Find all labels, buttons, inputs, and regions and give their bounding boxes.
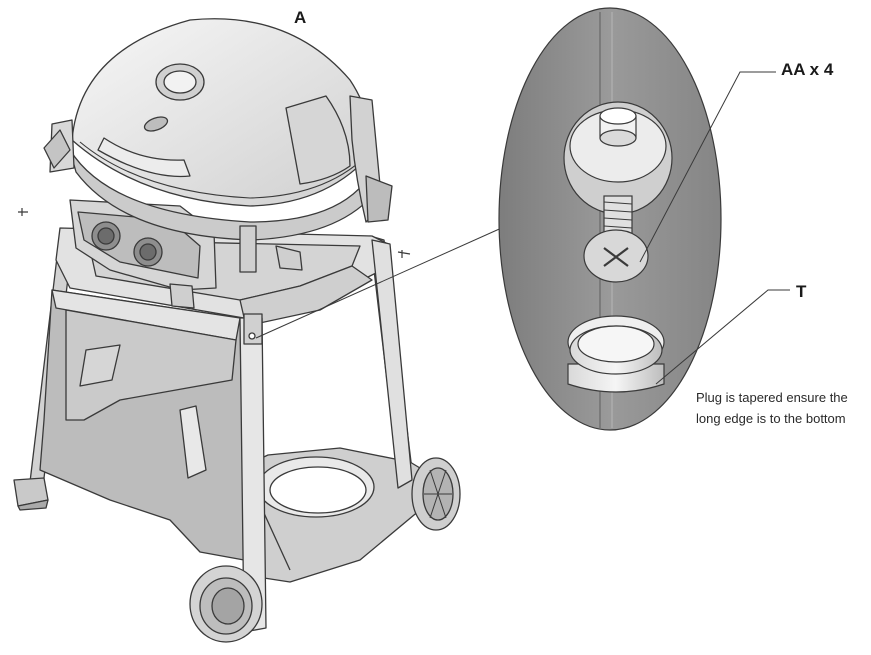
front-right-leg — [371, 239, 413, 489]
callout-label-a: A — [294, 8, 307, 27]
plug-note-line-1: Plug is tapered ensure the — [696, 390, 848, 405]
loose-screw-right — [397, 250, 411, 258]
plug-note-line-2: long edge is to the bottom — [696, 411, 846, 426]
detail-leader-line — [255, 225, 507, 339]
phillips-cross-icon — [603, 247, 629, 267]
lid-badge — [143, 116, 169, 132]
callout-lines — [639, 71, 790, 385]
plug-t-illustration — [567, 315, 665, 393]
t-leader-line — [655, 289, 790, 385]
detail-view — [498, 7, 722, 431]
callout-label-aa: AA x 4 — [781, 60, 834, 79]
grill-cart-illustration — [13, 18, 461, 643]
loose-screw-left — [18, 208, 28, 216]
aa-leader-line — [639, 71, 776, 263]
callout-label-t: T — [796, 282, 807, 301]
screw-aa-illustration — [583, 195, 649, 283]
